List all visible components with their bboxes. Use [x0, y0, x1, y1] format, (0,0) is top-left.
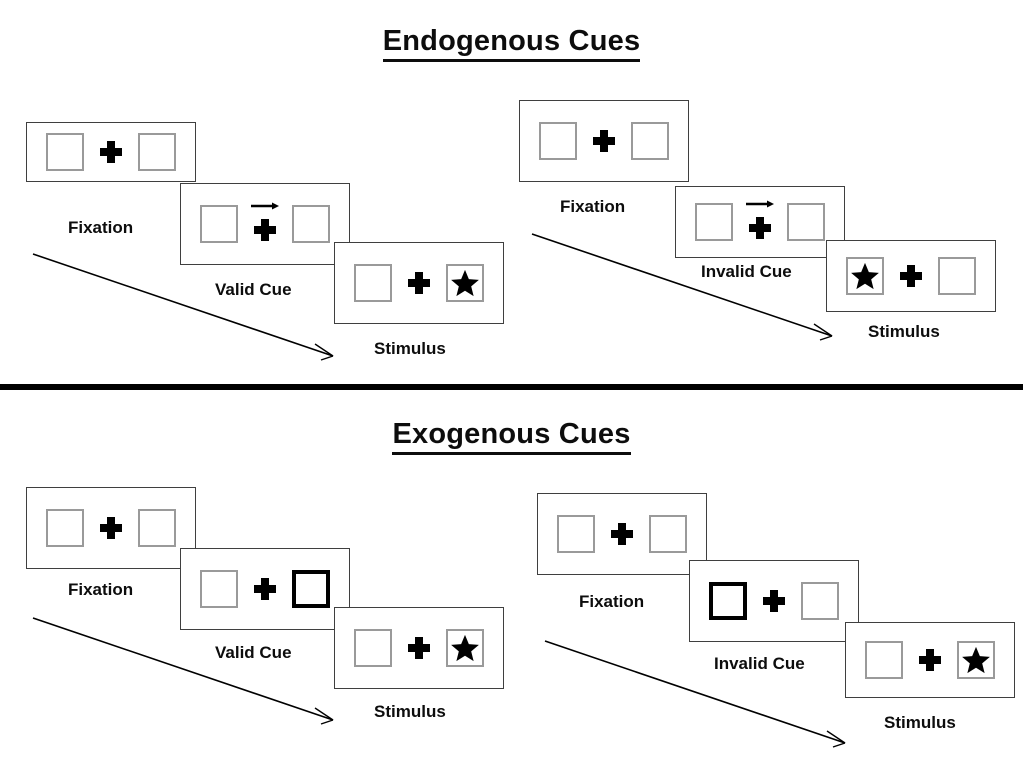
placeholder-box-left [200, 570, 238, 608]
fixation-cross-icon [408, 272, 430, 294]
panel-content [46, 507, 176, 549]
panel-endo-invalid-fixation [519, 100, 689, 182]
panel-content [200, 202, 330, 245]
time-flow-arrow-exo-valid [32, 617, 334, 725]
panel-content [846, 255, 976, 297]
panel-exo-invalid-fixation [537, 493, 707, 575]
star-icon [451, 634, 479, 662]
panel-endo-valid-cue [180, 183, 350, 265]
caption-endo-valid-cue: Valid Cue [215, 280, 292, 299]
caption-exo-invalid-stimulus: Stimulus [884, 713, 956, 732]
panel-content [200, 568, 330, 610]
fixation-cross [761, 580, 787, 622]
placeholder-box-left [354, 264, 392, 302]
fixation-cross-icon [254, 219, 276, 241]
panel-exo-valid-cue [180, 548, 350, 630]
placeholder-box-left [46, 133, 84, 171]
fixation-cross [406, 627, 432, 669]
fixation-cross-icon [900, 265, 922, 287]
placeholder-box-right [138, 133, 176, 171]
panel-endo-invalid-stimulus [826, 240, 996, 312]
panel-content [865, 639, 995, 681]
fixation-cross-icon [408, 637, 430, 659]
star-icon [451, 269, 479, 297]
placeholder-box-left [354, 629, 392, 667]
panel-content [46, 131, 176, 173]
section-title-exogenous: Exogenous Cues [0, 418, 1023, 455]
caption-exo-invalid-fixation: Fixation [579, 592, 645, 611]
arrow-right-icon [746, 200, 774, 208]
fixation-cross [917, 639, 943, 681]
time-flow-arrow-endo-valid [32, 253, 334, 361]
placeholder-box-left-cued [709, 582, 747, 620]
arrow-right-icon [251, 202, 279, 210]
placeholder-box-right [801, 582, 839, 620]
fixation-cross [406, 262, 432, 304]
placeholder-box-left [200, 205, 238, 243]
placeholder-box-left [46, 509, 84, 547]
fixation-cross-icon [100, 141, 122, 163]
panel-exo-invalid-cue [689, 560, 859, 642]
placeholder-box-left [539, 122, 577, 160]
time-flow-arrow-exo-invalid [544, 640, 846, 748]
placeholder-box-right [292, 205, 330, 243]
fixation-cross [98, 507, 124, 549]
panel-exo-valid-fixation [26, 487, 196, 569]
placeholder-box-right [138, 509, 176, 547]
section-title-exogenous-text: Exogenous Cues [392, 418, 631, 455]
panel-exo-valid-stimulus [334, 607, 504, 689]
fixation-cross-icon [593, 130, 615, 152]
fixation-cross-with-arrow-cue [746, 200, 774, 243]
fixation-cross [98, 131, 124, 173]
caption-endo-invalid-cue: Invalid Cue [701, 262, 792, 281]
placeholder-box-left [865, 641, 903, 679]
placeholder-box-right-with-target [446, 264, 484, 302]
placeholder-box-right-with-target [446, 629, 484, 667]
caption-endo-invalid-stimulus: Stimulus [868, 322, 940, 341]
placeholder-box-right [938, 257, 976, 295]
panel-content [709, 580, 839, 622]
fixation-cross-icon [611, 523, 633, 545]
placeholder-box-left-with-target [846, 257, 884, 295]
caption-endo-valid-fixation: Fixation [68, 218, 134, 237]
panel-content [557, 513, 687, 555]
panel-content [354, 262, 484, 304]
fixation-cross-icon [763, 590, 785, 612]
placeholder-box-right-with-target [957, 641, 995, 679]
panel-endo-invalid-cue [675, 186, 845, 258]
caption-endo-valid-stimulus: Stimulus [374, 339, 446, 358]
fixation-cross-icon [100, 517, 122, 539]
placeholder-box-left [557, 515, 595, 553]
section-divider [0, 384, 1023, 390]
caption-exo-valid-cue: Valid Cue [215, 643, 292, 662]
fixation-cross-icon [749, 217, 771, 239]
fixation-cross-icon [254, 578, 276, 600]
fixation-cross [609, 513, 635, 555]
panel-exo-invalid-stimulus [845, 622, 1015, 698]
caption-exo-invalid-cue: Invalid Cue [714, 654, 805, 673]
star-icon [851, 262, 879, 290]
placeholder-box-right [631, 122, 669, 160]
star-icon [962, 646, 990, 674]
panel-content [695, 200, 825, 243]
caption-exo-valid-fixation: Fixation [68, 580, 134, 599]
fixation-cross-icon [919, 649, 941, 671]
fixation-cross [898, 255, 924, 297]
caption-exo-valid-stimulus: Stimulus [374, 702, 446, 721]
caption-endo-invalid-fixation: Fixation [560, 197, 626, 216]
placeholder-box-right [787, 203, 825, 241]
panel-endo-valid-stimulus [334, 242, 504, 324]
fixation-cross [252, 568, 278, 610]
placeholder-box-left [695, 203, 733, 241]
placeholder-box-right-cued [292, 570, 330, 608]
fixation-cross-with-arrow-cue [251, 202, 279, 245]
panel-content [539, 120, 669, 162]
panel-endo-valid-fixation [26, 122, 196, 182]
panel-content [354, 627, 484, 669]
placeholder-box-right [649, 515, 687, 553]
section-title-endogenous: Endogenous Cues [0, 25, 1023, 62]
section-title-endogenous-text: Endogenous Cues [382, 25, 641, 62]
fixation-cross [591, 120, 617, 162]
